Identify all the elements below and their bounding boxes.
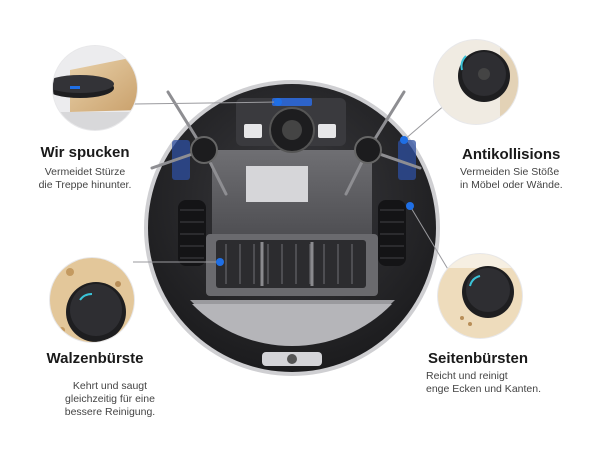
feature-title-side-brushes: Seitenbürsten [428, 350, 529, 367]
feature-desc-line: die Treppe hinunter. [38, 179, 132, 191]
feature-desc-line: enge Ecken und Kanten. [426, 383, 542, 395]
callout-lines [133, 101, 453, 277]
feature-title-cliff: Wir spucken [40, 144, 130, 161]
feature-desc-line: Vermeiden Sie Stöße [460, 166, 560, 178]
robot-body [144, 80, 440, 376]
marker-dots [216, 98, 414, 266]
feature-desc-anti-collision: Vermeiden Sie Stöße in Möbel oder Wände. [460, 166, 563, 192]
feature-desc-line: bessere Reinigung. [64, 406, 156, 418]
feature-desc-side-brushes: Reicht und reinigt enge Ecken und Kanten… [426, 370, 541, 396]
feature-title-roller-brush: Walzenbürste [46, 350, 144, 367]
feature-desc-line: Vermeidet Stürze [44, 166, 126, 178]
feature-desc-line: in Möbel oder Wände. [460, 179, 563, 191]
feature-desc-line: Reicht und reinigt [426, 370, 508, 382]
feature-title-anti-collision: Antikollisions [462, 146, 561, 163]
feature-desc-cliff: Vermeidet Stürze die Treppe hinunter. [20, 166, 150, 192]
inset-photo-roller-brush [49, 257, 135, 343]
feature-desc-roller-brush: Kehrt und saugt gleichzeitig für eine be… [40, 380, 180, 419]
inset-photo-cliff-sensor [52, 45, 138, 131]
inset-photo-side-brushes [437, 253, 523, 339]
inset-photo-anti-collision [433, 39, 519, 125]
feature-desc-line: Kehrt und saugt [72, 380, 148, 392]
feature-desc-line: gleichzeitig für eine [65, 393, 155, 405]
